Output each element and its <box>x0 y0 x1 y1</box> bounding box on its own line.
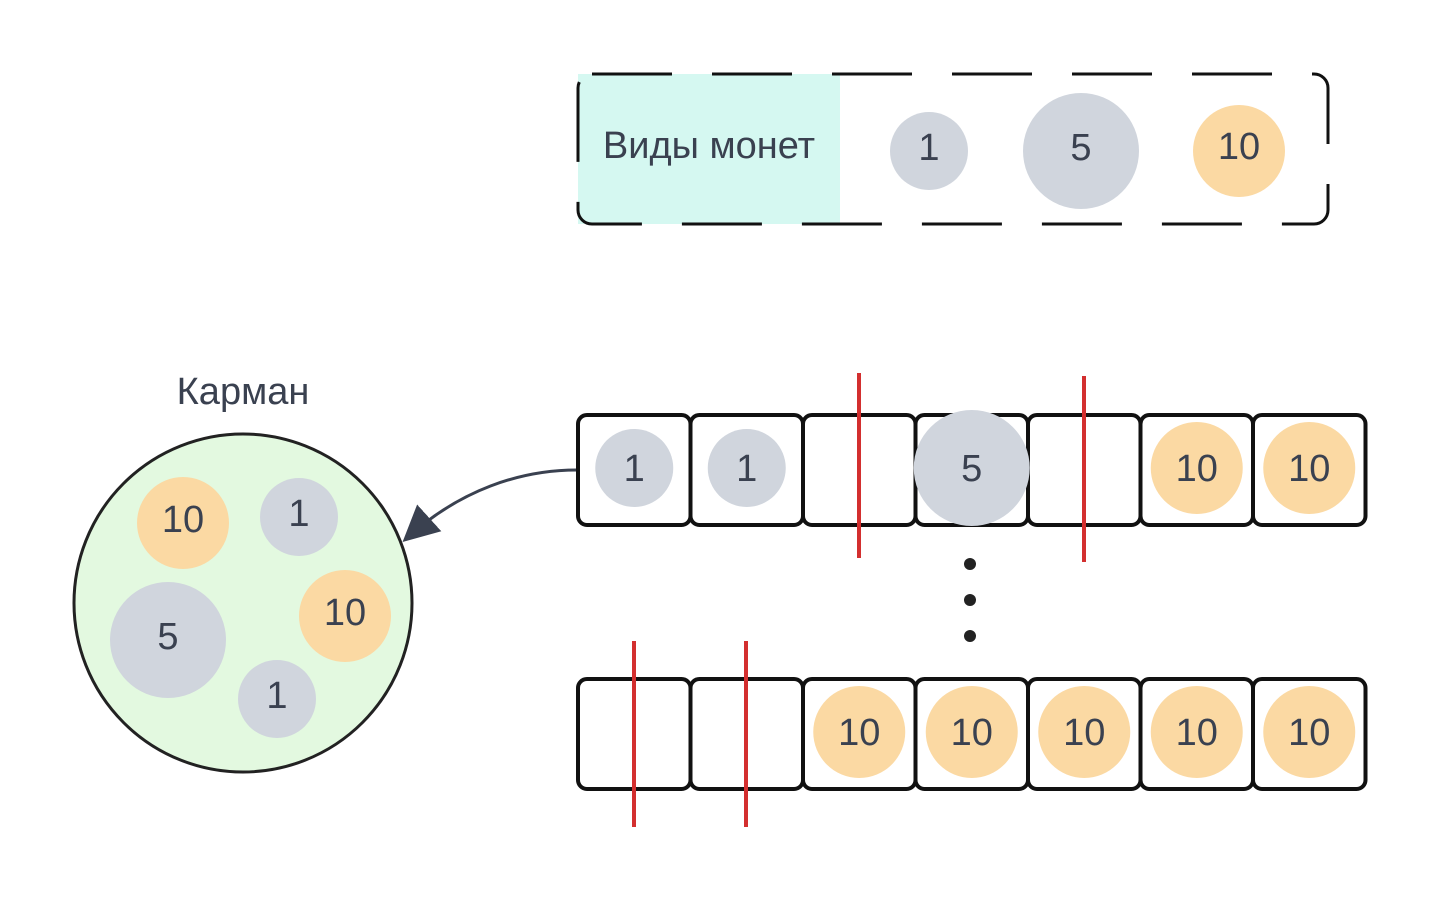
coin-circle <box>110 582 226 698</box>
pocket-coin-1: 1 <box>260 478 338 556</box>
coin-value: 10 <box>1218 126 1260 168</box>
pocket: Карман 10 1 5 10 1 <box>72 371 414 774</box>
coin-value: 5 <box>1070 127 1091 169</box>
coin-value: 10 <box>1063 712 1105 754</box>
coin-value: 1 <box>266 675 287 717</box>
coin-value: 5 <box>157 616 178 658</box>
coin-circle <box>1150 686 1243 778</box>
coin-row: 1 1 5 10 10 <box>576 410 1368 527</box>
coin-value: 10 <box>951 712 993 754</box>
coin-circle <box>1263 422 1356 514</box>
coin-circle <box>238 660 316 738</box>
coin-circle <box>1150 422 1243 514</box>
coin-value: 10 <box>1288 712 1330 754</box>
ellipsis-dot <box>964 558 976 570</box>
legend-coin-10: 10 <box>1193 105 1285 197</box>
coin-circle <box>1263 686 1356 778</box>
coin-circle <box>925 686 1018 778</box>
coin-value: 1 <box>288 493 309 535</box>
coin-circle <box>890 112 968 190</box>
legend-dashed-border <box>576 72 1330 226</box>
coin-circle <box>913 410 1030 526</box>
legend-label: Виды монет <box>603 125 815 167</box>
ellipsis-dot <box>964 594 976 606</box>
coin-value: 10 <box>1176 448 1218 490</box>
coin-value: 10 <box>324 592 366 634</box>
row-to-pocket-arrow <box>402 468 578 543</box>
pocket-coin-10: 10 <box>137 477 229 569</box>
coin-circle <box>1038 686 1131 778</box>
divider-lines <box>632 373 1086 827</box>
coin-types-legend: Виды монет 1 5 10 <box>576 72 1330 226</box>
coin-value: 10 <box>1176 712 1218 754</box>
coin-value: 1 <box>624 448 645 490</box>
coin-circle <box>137 477 229 569</box>
pocket-coin-5: 5 <box>110 582 226 698</box>
coin-row: 10 10 10 10 10 <box>576 677 1368 791</box>
ellipsis <box>964 558 976 642</box>
legend-coin-5: 5 <box>1023 93 1139 209</box>
coin-circle <box>595 429 674 507</box>
coin-value: 10 <box>838 712 880 754</box>
coin-value: 10 <box>162 499 204 541</box>
coin-circle <box>1023 93 1139 209</box>
coin-circle <box>299 570 391 662</box>
coin-circle <box>1193 105 1285 197</box>
pocket-label: Карман <box>177 371 310 413</box>
coin-value: 5 <box>961 448 982 490</box>
coin-circle <box>707 429 786 507</box>
coin-circle <box>813 686 906 778</box>
pocket-coin-10: 10 <box>299 570 391 662</box>
coin-circle <box>260 478 338 556</box>
coin-value: 1 <box>918 127 939 169</box>
legend-label-background <box>578 74 840 224</box>
legend-coin-1: 1 <box>890 112 968 190</box>
coin-value: 10 <box>1288 448 1330 490</box>
ellipsis-dot <box>964 630 976 642</box>
coin-value: 1 <box>736 448 757 490</box>
coin-rows: 1 1 5 10 10 10 10 10 10 10 <box>576 410 1368 791</box>
pocket-coin-1: 1 <box>238 660 316 738</box>
